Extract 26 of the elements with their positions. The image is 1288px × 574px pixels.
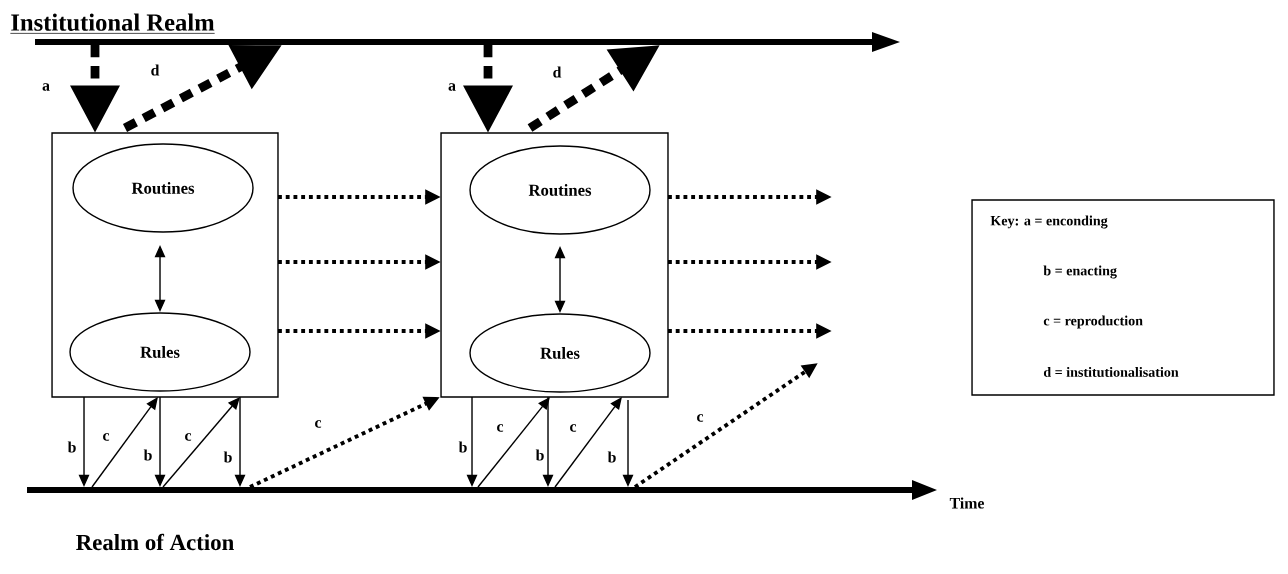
arrow xyxy=(554,397,622,488)
heading: Realm of Action xyxy=(76,533,234,551)
edge-label: b xyxy=(65,439,79,455)
edge-label: a xyxy=(40,81,52,93)
edge-label: a xyxy=(446,81,458,93)
edge-label: c xyxy=(567,422,579,434)
arrow xyxy=(477,397,550,488)
container-box xyxy=(51,132,279,398)
key-box: Key: a = enconding b = enacting c = reproduction d = institutionalisation xyxy=(971,199,1275,396)
container-box xyxy=(440,132,669,398)
arrow xyxy=(162,397,240,488)
edge-label: b xyxy=(533,447,547,463)
edge-label: b xyxy=(456,439,470,455)
edge-label: d xyxy=(550,64,564,80)
arrow xyxy=(91,397,158,488)
heading: Institutional Realm xyxy=(10,13,215,34)
edge-label: d xyxy=(148,62,162,78)
edge-label: b xyxy=(141,447,155,463)
edge-label: b xyxy=(221,449,235,465)
edge-label: c xyxy=(312,418,324,430)
edge-label: c xyxy=(494,422,506,434)
edge-label: c xyxy=(182,431,194,443)
edge-label: c xyxy=(694,412,706,424)
axis-label: Time xyxy=(949,497,985,509)
edge-label: c xyxy=(100,431,112,443)
edge-label: b xyxy=(605,449,619,465)
